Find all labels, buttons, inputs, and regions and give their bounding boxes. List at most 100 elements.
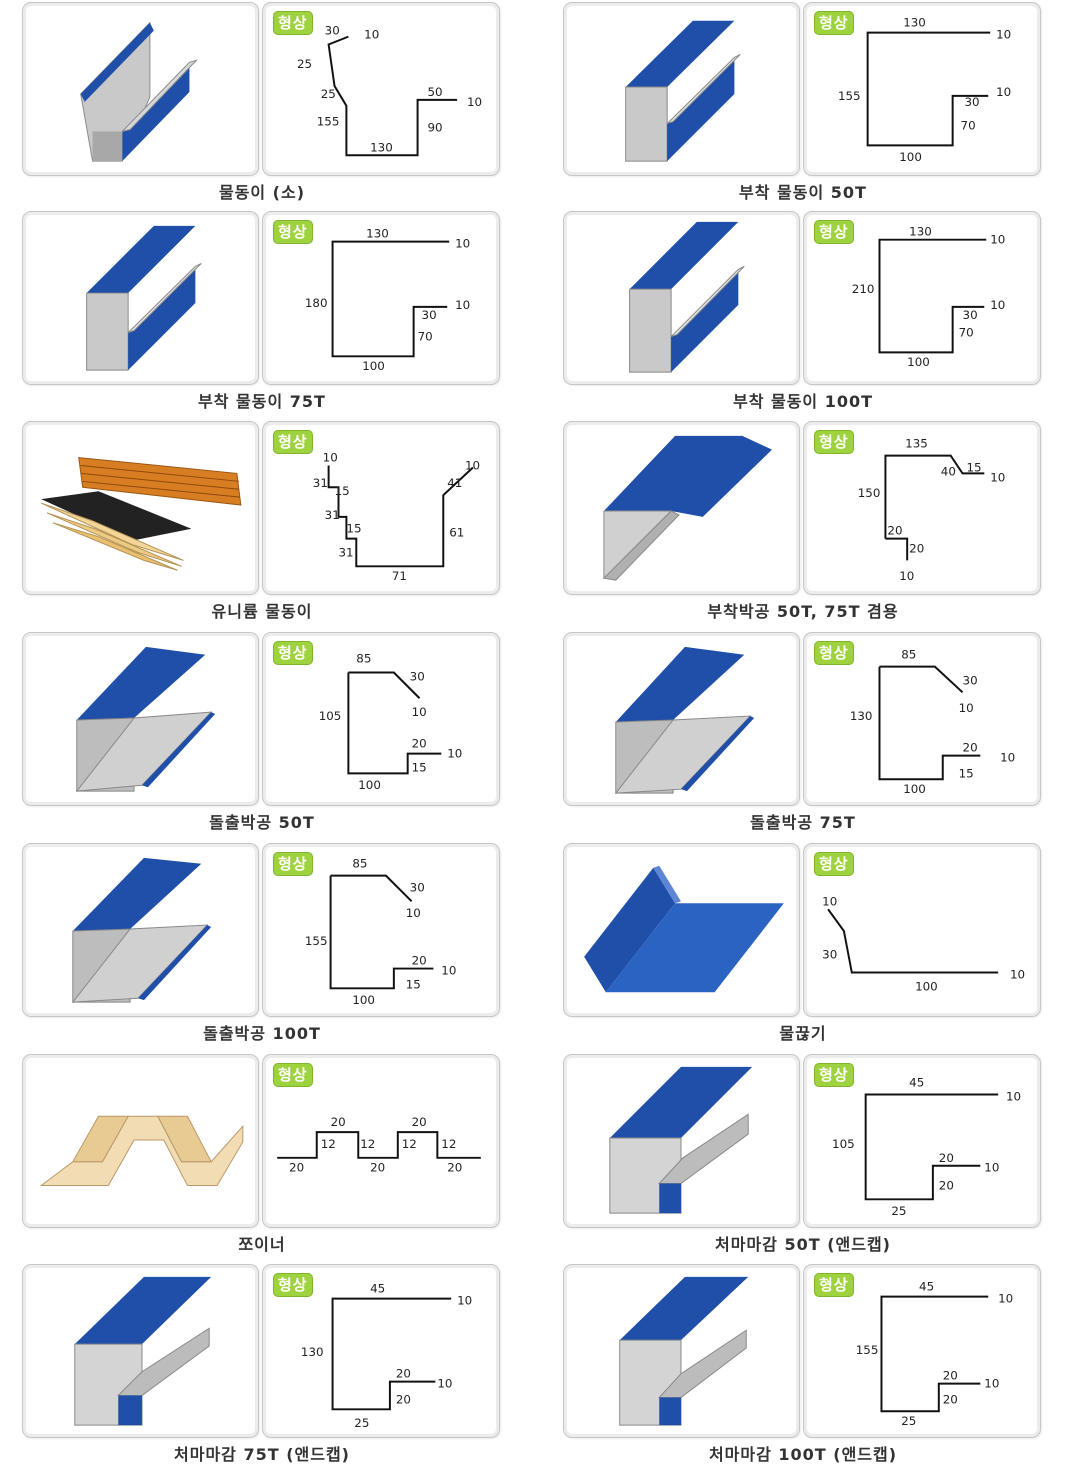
shape-badge: 형상 bbox=[273, 852, 313, 876]
svg-text:70: 70 bbox=[959, 326, 974, 340]
svg-text:12: 12 bbox=[321, 1137, 336, 1151]
svg-text:31: 31 bbox=[313, 476, 328, 490]
svg-text:155: 155 bbox=[856, 1343, 879, 1357]
svg-text:10: 10 bbox=[959, 701, 974, 715]
joiner-illustration bbox=[39, 1115, 244, 1186]
product-caption: 돌출박공 50T bbox=[209, 813, 315, 832]
product-item: 형상 85 30 10 155 20 10 15 100 돌출박공 100T bbox=[22, 843, 502, 1054]
svg-text:105: 105 bbox=[319, 709, 342, 723]
shape-badge: 형상 bbox=[273, 1063, 313, 1087]
product-item: 형상 45 10 130 20 10 20 25 처마마감 75T (앤드캡) bbox=[22, 1264, 502, 1475]
svg-text:10: 10 bbox=[455, 237, 470, 251]
svg-text:20: 20 bbox=[909, 541, 924, 555]
product-item: 형상 20 12 12 20 12 12 20 20 20 쪼이너 bbox=[22, 1054, 502, 1265]
profile-diagram: 형상 10 31 15 31 15 31 71 61 41 10 bbox=[262, 421, 500, 595]
svg-text:20: 20 bbox=[939, 1151, 954, 1165]
product-caption: 처마마감 100T (앤드캡) bbox=[708, 1445, 898, 1464]
svg-text:15: 15 bbox=[412, 760, 427, 774]
svg-text:30: 30 bbox=[965, 95, 980, 109]
product-caption: 부착박공 50T, 75T 겸용 bbox=[707, 602, 899, 621]
product-item: 형상 130 10 180 10 30 70 100 부착 물동이 75T bbox=[22, 211, 502, 422]
profile-diagram: 형상 30 10 25 25 155 130 50 10 90 bbox=[262, 2, 500, 176]
svg-text:130: 130 bbox=[366, 227, 389, 241]
svg-text:10: 10 bbox=[1006, 1089, 1021, 1103]
profile-drawing: 130 10 210 10 30 70 100 bbox=[852, 225, 1005, 369]
svg-text:50: 50 bbox=[427, 85, 442, 99]
shape-badge: 형상 bbox=[814, 1063, 854, 1087]
svg-text:10: 10 bbox=[899, 569, 914, 583]
svg-text:20: 20 bbox=[887, 524, 902, 538]
svg-text:10: 10 bbox=[455, 298, 470, 312]
profile-diagram: 형상 45 10 130 20 10 20 25 bbox=[262, 1264, 500, 1438]
shape-badge: 형상 bbox=[273, 220, 313, 244]
svg-text:155: 155 bbox=[317, 115, 340, 129]
profile-drawing: 10 30 100 10 bbox=[822, 894, 1025, 993]
gutter-attached-illustration bbox=[629, 221, 745, 373]
product-illustration bbox=[22, 1054, 259, 1228]
product-illustration bbox=[22, 211, 259, 385]
svg-text:130: 130 bbox=[903, 16, 926, 30]
product-caption: 부착 물동이 50T bbox=[739, 183, 867, 202]
svg-text:25: 25 bbox=[297, 57, 312, 71]
product-illustration bbox=[563, 211, 800, 385]
svg-text:90: 90 bbox=[427, 121, 442, 135]
svg-text:10: 10 bbox=[990, 298, 1005, 312]
profile-diagram: 형상 130 10 155 10 30 70 100 bbox=[803, 2, 1041, 176]
product-caption: 부착 물동이 100T bbox=[732, 392, 874, 411]
svg-text:10: 10 bbox=[984, 1377, 999, 1391]
product-item: 형상 130 10 210 10 30 70 100 부착 물동이 100T bbox=[563, 211, 1043, 422]
svg-text:40: 40 bbox=[941, 464, 956, 478]
svg-text:10: 10 bbox=[467, 95, 482, 109]
profile-diagram: 형상 130 10 180 10 30 70 100 bbox=[262, 211, 500, 385]
protruding-gable-illustration bbox=[614, 646, 755, 794]
svg-text:130: 130 bbox=[909, 225, 932, 239]
svg-text:100: 100 bbox=[899, 150, 922, 164]
product-illustration bbox=[563, 2, 800, 176]
svg-text:130: 130 bbox=[850, 709, 873, 723]
product-item: 형상 130 10 155 10 30 70 100 부착 물동이 50T bbox=[563, 2, 1043, 213]
svg-text:10: 10 bbox=[465, 458, 480, 472]
profile-drawing: 85 30 10 105 20 10 15 100 bbox=[319, 652, 463, 793]
svg-text:105: 105 bbox=[832, 1137, 855, 1151]
product-item: 형상 10 31 15 31 15 31 71 61 41 10 유니륨 물동이 bbox=[22, 421, 502, 632]
svg-text:20: 20 bbox=[289, 1161, 304, 1175]
svg-text:31: 31 bbox=[338, 545, 353, 559]
product-caption: 처마마감 50T (앤드캡) bbox=[715, 1235, 891, 1254]
eave-endcap-illustration bbox=[609, 1066, 753, 1214]
svg-text:10: 10 bbox=[996, 28, 1011, 42]
svg-text:210: 210 bbox=[852, 282, 875, 296]
svg-text:70: 70 bbox=[418, 330, 433, 344]
svg-text:180: 180 bbox=[305, 296, 328, 310]
product-illustration bbox=[22, 2, 259, 176]
svg-text:10: 10 bbox=[323, 451, 338, 465]
svg-text:10: 10 bbox=[998, 1292, 1013, 1306]
profile-drawing: 45 10 105 20 10 20 25 bbox=[832, 1076, 1021, 1219]
svg-text:20: 20 bbox=[943, 1369, 958, 1383]
profile-diagram: 형상 130 10 210 10 30 70 100 bbox=[803, 211, 1041, 385]
svg-text:45: 45 bbox=[909, 1076, 924, 1090]
svg-text:30: 30 bbox=[822, 948, 837, 962]
product-illustration bbox=[563, 632, 800, 806]
profile-drawing: 130 10 155 10 30 70 100 bbox=[838, 16, 1011, 164]
shape-badge: 형상 bbox=[814, 852, 854, 876]
product-illustration bbox=[563, 421, 800, 595]
product-illustration bbox=[563, 1264, 800, 1438]
svg-text:12: 12 bbox=[402, 1137, 417, 1151]
svg-text:130: 130 bbox=[301, 1345, 324, 1359]
svg-text:150: 150 bbox=[858, 486, 881, 500]
svg-text:100: 100 bbox=[903, 782, 926, 796]
product-caption: 돌출박공 75T bbox=[750, 813, 856, 832]
svg-text:25: 25 bbox=[891, 1204, 906, 1218]
product-item: 형상 85 30 10 105 20 10 15 100 돌출박공 50T bbox=[22, 632, 502, 843]
svg-text:10: 10 bbox=[441, 963, 456, 977]
svg-text:31: 31 bbox=[325, 508, 340, 522]
svg-text:100: 100 bbox=[358, 778, 381, 792]
svg-text:15: 15 bbox=[346, 522, 361, 536]
svg-text:30: 30 bbox=[325, 24, 340, 38]
svg-text:20: 20 bbox=[396, 1392, 411, 1406]
svg-text:45: 45 bbox=[370, 1282, 385, 1296]
attached-gable-illustration bbox=[602, 435, 772, 581]
protruding-gable-illustration bbox=[71, 857, 212, 1003]
svg-text:25: 25 bbox=[354, 1416, 369, 1430]
product-illustration bbox=[22, 843, 259, 1017]
